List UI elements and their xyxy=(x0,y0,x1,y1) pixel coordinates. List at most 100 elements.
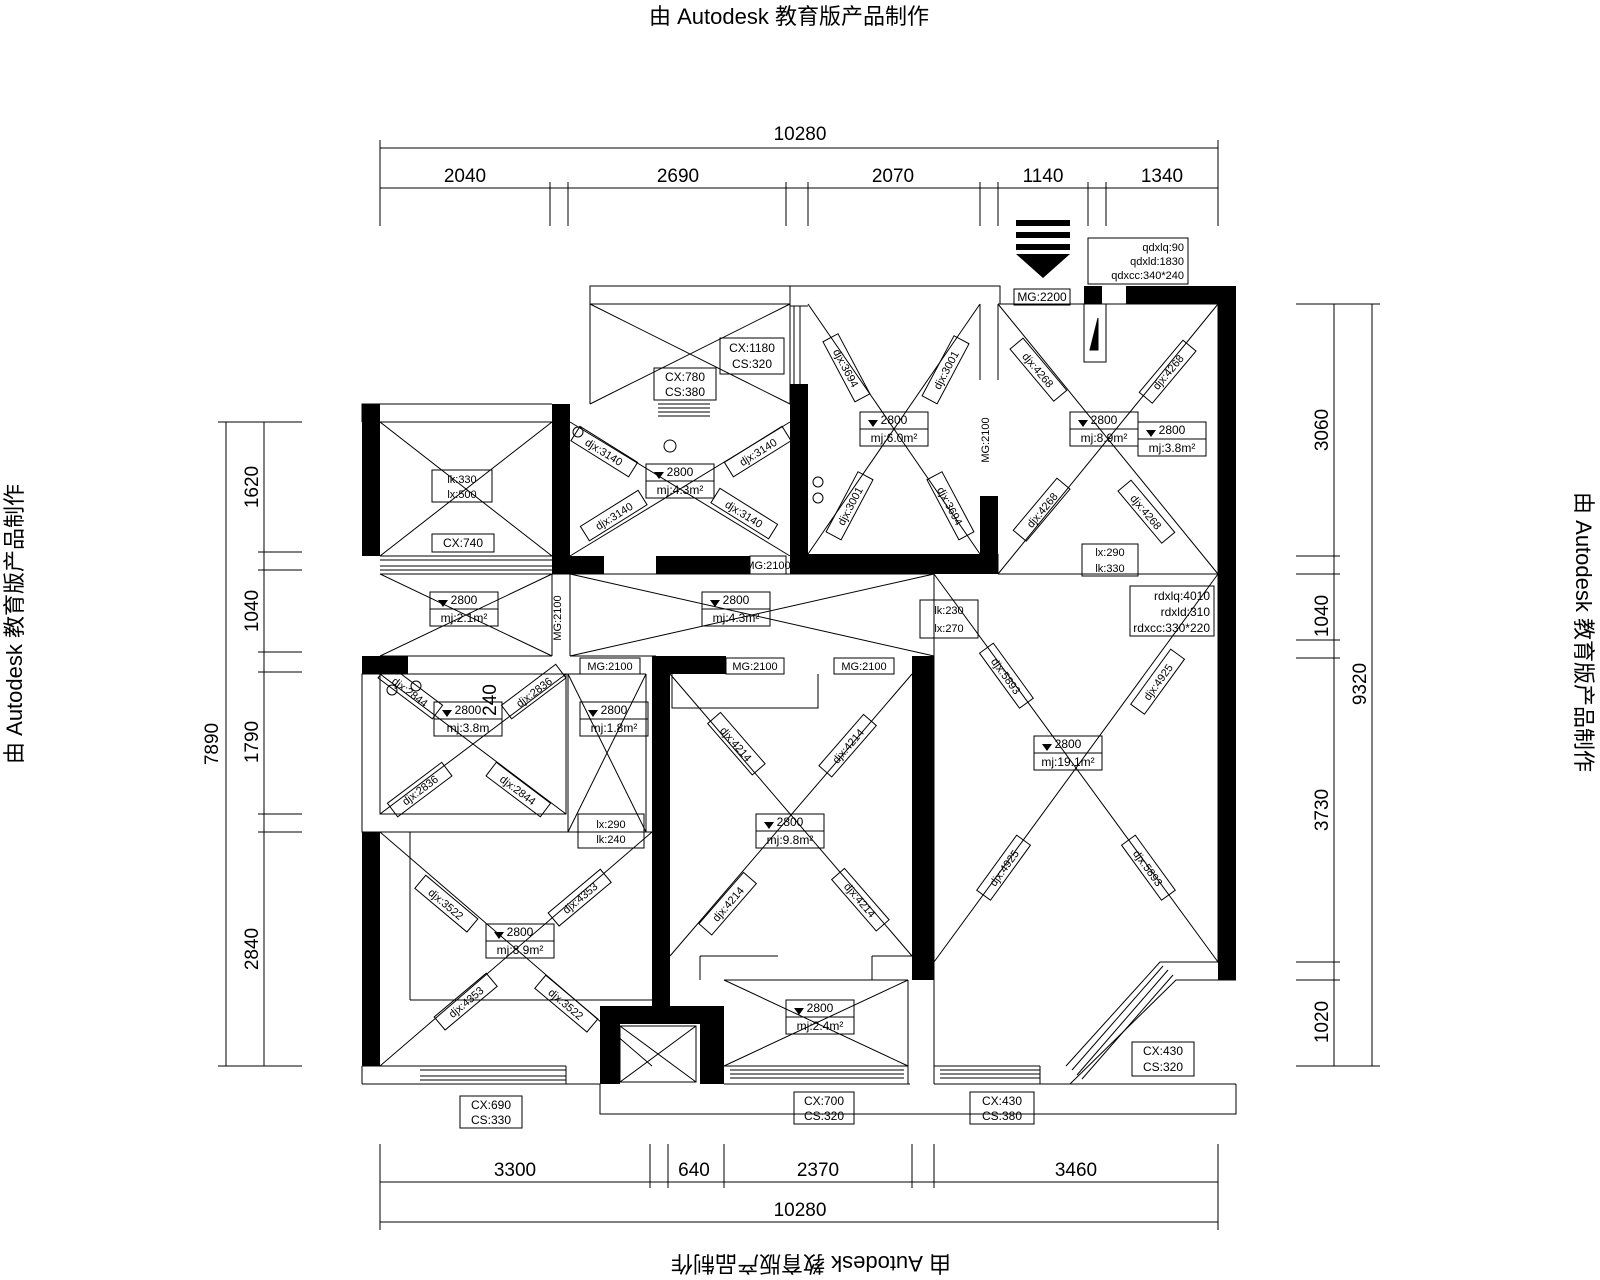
door-tag-d5: MG:2100 xyxy=(732,661,777,673)
room-tag: 2800 mj:4.3m² xyxy=(645,463,715,499)
diagonal-label: djx:4214 xyxy=(706,711,766,776)
tag-cx1180: CX:1180 xyxy=(729,341,775,355)
diagonal-label: djx:3001 xyxy=(921,335,970,405)
dim-top-0: 2040 xyxy=(444,166,486,187)
tag-cx740: CX:740 xyxy=(443,536,483,550)
tag-cs380b: CS:380 xyxy=(982,1109,1022,1123)
level-marker-icon xyxy=(794,1008,804,1015)
room-area: mj:8.9m² xyxy=(497,943,544,957)
dim-bottom-0: 3300 xyxy=(494,1160,536,1181)
info-qd-2: qdxcc:340*240 xyxy=(1111,270,1184,282)
dimension-lines xyxy=(218,140,1380,1230)
room-height: 2800 xyxy=(1159,423,1186,437)
floor-drain-icon xyxy=(386,684,398,696)
room-tag: 2800 mj:6.0m² xyxy=(859,411,929,447)
diagonal-label: djx:4353 xyxy=(433,972,498,1031)
dim-bottom-1: 640 xyxy=(678,1160,710,1181)
tag-cx430a: CX:430 xyxy=(982,1094,1022,1108)
tag-cs320a: CS:320 xyxy=(732,357,772,371)
room-tags: 2800mj:6.0m²2800mj:8.9m²2800mj:3.8m²2800… xyxy=(429,411,1207,1035)
door-tag-d6: MG:2100 xyxy=(841,661,886,673)
tag-cs320b: CS:320 xyxy=(804,1109,844,1123)
diagonal-label: djx:4925 xyxy=(976,834,1032,901)
tag-cs320c: CS:320 xyxy=(1143,1060,1183,1074)
dim-right-0: 3060 xyxy=(1312,409,1333,451)
room-height: 2800 xyxy=(507,925,534,939)
room-area: mj:3.8m xyxy=(447,721,490,735)
tag-cx780: CX:780 xyxy=(665,370,705,384)
room-area: mj:8.9m² xyxy=(1081,431,1128,445)
diagonal-label: djx:3140 xyxy=(723,425,792,478)
diagonal-label: djx:3001 xyxy=(825,471,874,541)
tag-lx270: lx:270 xyxy=(934,623,963,635)
diagonal-label: djx:5893 xyxy=(1120,834,1176,901)
dim-bottom-total: 10280 xyxy=(774,1200,827,1221)
info-boxes: qdxlq:90 qdxld:1830 qdxcc:340*240 rdxlq:… xyxy=(1087,237,1215,637)
tag-240: 240 xyxy=(480,684,501,716)
dim-right-total: 9320 xyxy=(1350,663,1371,705)
room-area: mj:2.4m² xyxy=(797,1019,844,1033)
level-marker-icon xyxy=(588,710,598,717)
floor-drain-icon xyxy=(572,426,584,438)
level-marker-icon xyxy=(438,600,448,607)
info-qd-0: qdxlq:90 xyxy=(1142,242,1184,254)
tag-lk330: lk:330 xyxy=(447,474,476,486)
level-marker-icon xyxy=(710,600,720,607)
room-area: mj:6.0m² xyxy=(871,431,918,445)
door-tag-d3: MG:2100 xyxy=(552,595,564,640)
room-height: 2800 xyxy=(723,593,750,607)
door-tag-d1: MG:2100 xyxy=(745,560,790,572)
watermark-bottom: 由 Autodesk 教育版产品制作 xyxy=(671,1251,951,1276)
entrance-arrow-icon xyxy=(1016,220,1070,278)
dim-right-1: 1040 xyxy=(1312,595,1333,637)
tag-lk230: lk:230 xyxy=(934,605,963,617)
tag-lx500: lx:500 xyxy=(447,489,476,501)
level-marker-icon xyxy=(868,420,878,427)
room-height: 2800 xyxy=(1091,413,1118,427)
door-tag-d2: MG:2100 xyxy=(980,417,992,462)
level-marker-icon xyxy=(494,932,504,939)
opening-tags: CX:1180 CS:320 CX:780 CS:380 lk:330 lx:5… xyxy=(431,337,1195,1129)
level-marker-icon xyxy=(1078,420,1088,427)
diagonal-label: djx:2836 xyxy=(500,663,567,720)
dim-right-2: 3730 xyxy=(1312,789,1333,831)
room-area: mj:4.3m² xyxy=(657,483,704,497)
tag-cs380a: CS:380 xyxy=(665,385,705,399)
diagonal-label: djx:2844 xyxy=(485,761,552,818)
diagonal-label: djx:3694 xyxy=(926,471,975,541)
room-height: 2800 xyxy=(881,413,908,427)
tag-lk240: lk:240 xyxy=(596,834,625,846)
level-marker-icon xyxy=(654,472,664,479)
diagonal-label: djx:4214 xyxy=(818,713,878,778)
floor-drain-icon xyxy=(663,439,677,453)
tag-cx700: CX:700 xyxy=(804,1094,844,1108)
room-tag: 2800 mj:8.9m² xyxy=(1069,411,1139,447)
room-height: 2800 xyxy=(1055,737,1082,751)
diagonal-label: djx:4268 xyxy=(1117,479,1176,544)
dim-left-3: 2840 xyxy=(242,928,263,970)
room-area: mj:9.8m² xyxy=(767,833,814,847)
diagonal-label: djx:4268 xyxy=(1009,337,1068,402)
tag-cx430b: CX:430 xyxy=(1143,1044,1183,1058)
tag-lk330b: lk:330 xyxy=(1095,563,1124,575)
room-tag: 2800 mj:8.9m² xyxy=(485,923,555,959)
room-tag: 2800 mj:9.8m² xyxy=(755,813,825,849)
room-height: 2800 xyxy=(451,593,478,607)
level-marker-icon xyxy=(1042,744,1052,751)
level-marker-icon xyxy=(764,822,774,829)
diagonal-label: djx:4214 xyxy=(698,871,758,936)
info-rd-2: rdxcc:330*220 xyxy=(1133,621,1210,635)
dim-left-1: 1040 xyxy=(242,590,263,632)
room-height: 2800 xyxy=(667,465,694,479)
room-height: 2800 xyxy=(777,815,804,829)
diagonal-label: djx:4353 xyxy=(547,868,612,927)
tag-lx290b: lx:290 xyxy=(596,819,625,831)
